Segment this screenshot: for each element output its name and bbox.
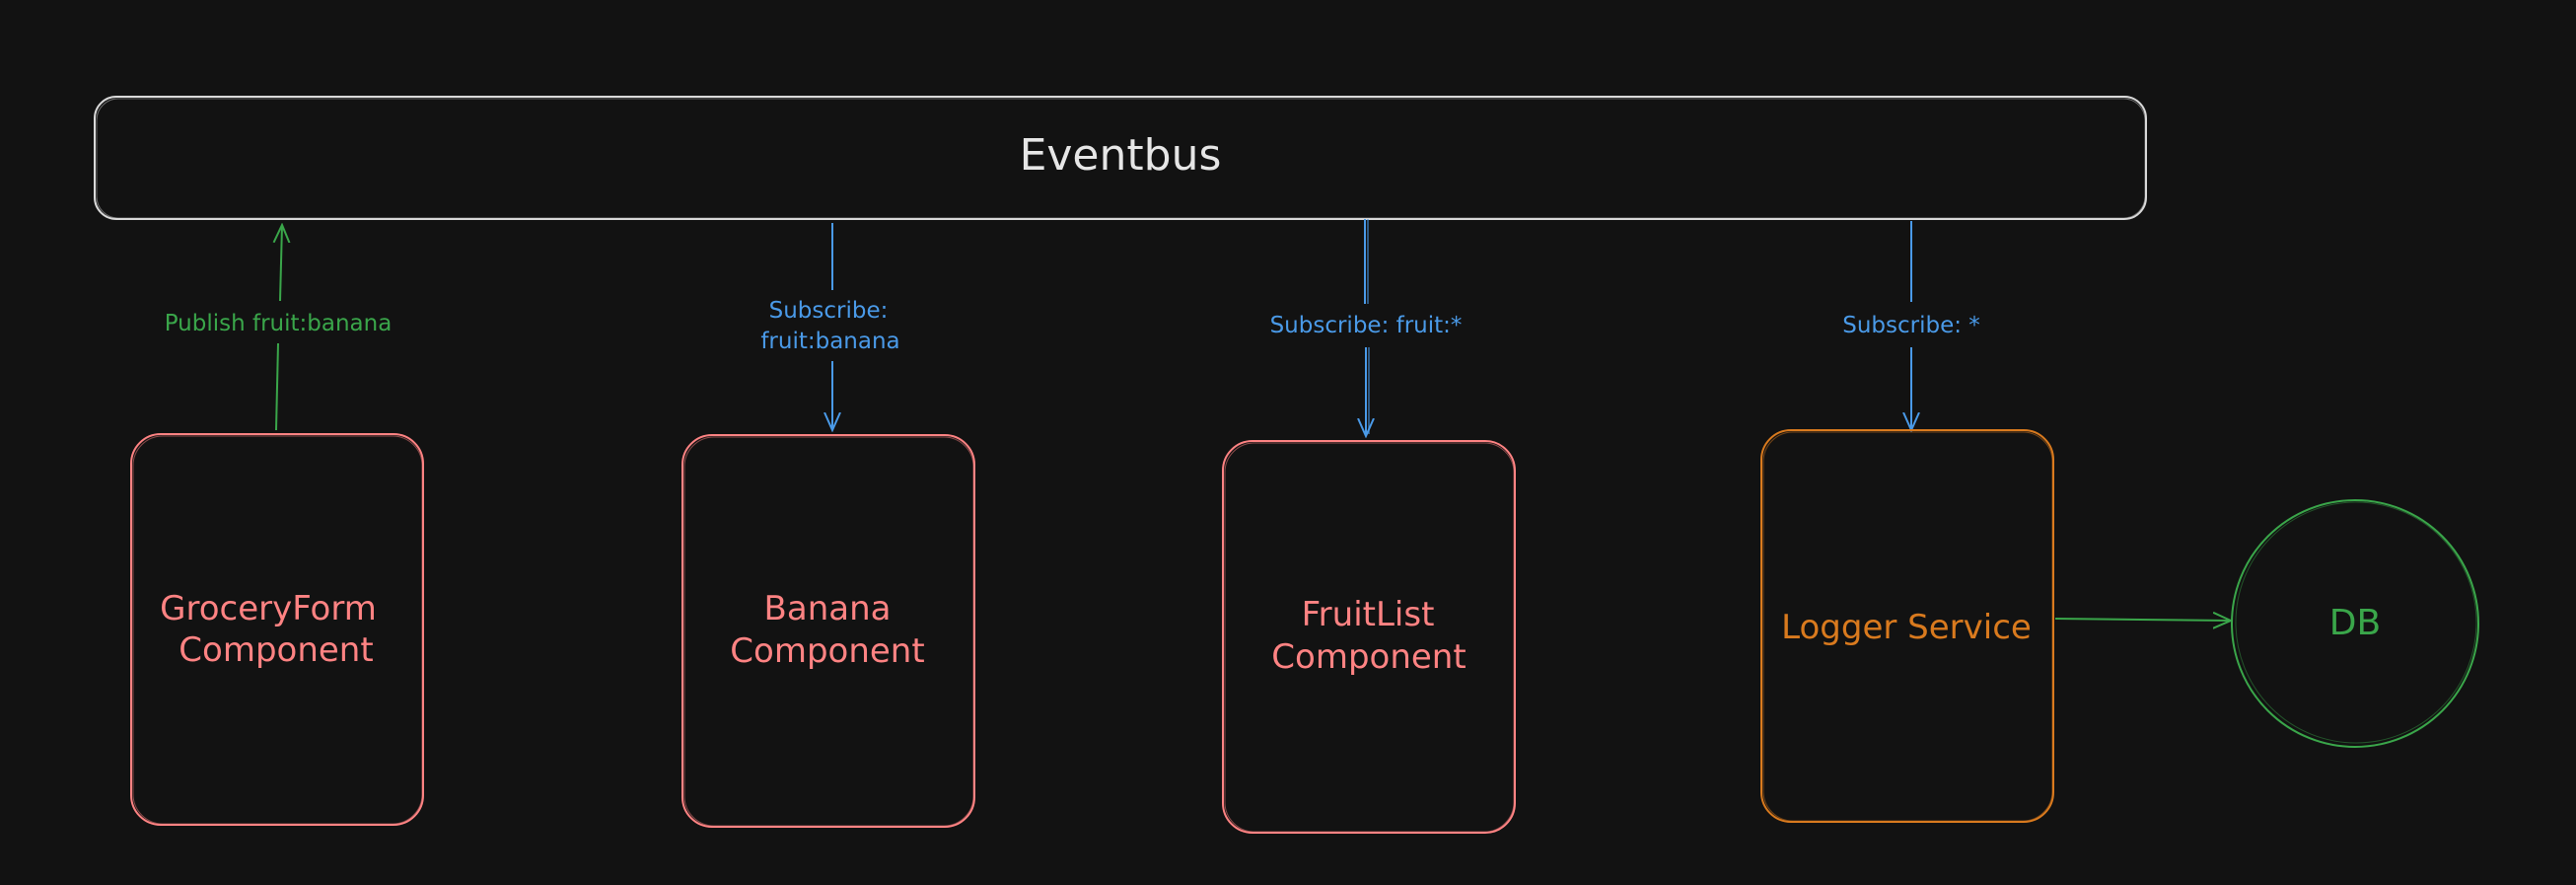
eventbus-node: Eventbus (94, 96, 2147, 220)
groceryform-label-line1: GroceryForm (160, 589, 377, 628)
groceryform-component-node: GroceryForm Component (130, 433, 424, 826)
db-label: DB (2329, 603, 2381, 643)
logger-service-label: Logger Service (1781, 608, 2032, 647)
logger-service-node: Logger Service (1760, 429, 2054, 823)
fruitlist-label-line2: Component (1271, 637, 1466, 677)
fruitlist-label-line1: FruitList (1302, 595, 1435, 634)
subscribe-fruitlist-edge: Subscribe: fruit:* (1270, 219, 1463, 436)
banana-label-line2: Component (730, 631, 924, 671)
subscribe-logger-edge: Subscribe: * (1842, 221, 1980, 430)
eventbus-label: Eventbus (1020, 130, 1222, 181)
banana-label-line1: Banana (764, 589, 892, 628)
banana-component-node: Banana Component (681, 434, 975, 828)
subscribe-banana-label-line1: Subscribe: (769, 298, 889, 324)
db-node: DB (2231, 499, 2479, 748)
fruitlist-component-node: FruitList Component (1222, 440, 1516, 834)
subscribe-banana-label-line2: fruit:banana (760, 329, 899, 354)
logger-db-edge (2054, 619, 2231, 621)
subscribe-banana-edge: Subscribe: fruit:banana (760, 223, 900, 430)
subscribe-logger-label: Subscribe: * (1842, 313, 1980, 338)
publish-edge-label: Publish fruit:banana (165, 311, 393, 336)
subscribe-fruitlist-label: Subscribe: fruit:* (1270, 313, 1463, 338)
groceryform-label-line2: Component (179, 630, 373, 670)
publish-edge: Publish fruit:banana (165, 225, 393, 431)
